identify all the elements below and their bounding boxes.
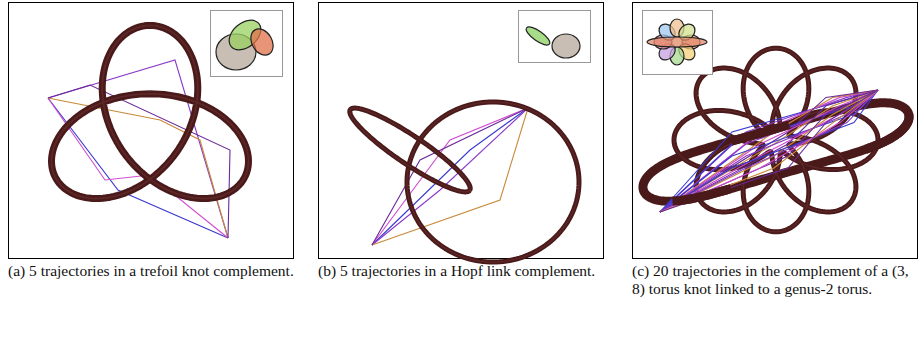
trajectory-line	[660, 90, 878, 212]
trajectory-line	[372, 108, 528, 245]
inset-frame	[643, 11, 713, 75]
trajectory-line	[660, 90, 878, 212]
trajectory-line	[660, 90, 878, 212]
trajectory-line	[660, 90, 878, 212]
trajectory-line	[372, 108, 528, 245]
trajectory-line	[660, 90, 878, 212]
trajectory-line	[660, 90, 878, 212]
trajectory-line	[660, 90, 878, 212]
hopf-ellipse	[350, 108, 470, 192]
inset-frame	[211, 11, 283, 77]
trajectory-line	[660, 90, 878, 212]
trajectory-line	[660, 90, 878, 212]
subfigure-caption: (c) 20 trajectories in the complement of…	[632, 262, 922, 298]
trajectory-line	[660, 90, 878, 212]
panel-frame	[9, 3, 294, 259]
trajectory-line	[660, 90, 878, 212]
trajectory-line	[372, 108, 528, 245]
trajectory-line	[660, 90, 878, 212]
genus-2-torus-front	[643, 103, 909, 201]
trajectory-line	[660, 90, 878, 212]
subfigure-caption: (a) 5 trajectories in a trefoil knot com…	[8, 262, 300, 280]
trajectory-line	[660, 90, 878, 212]
inset-shape	[524, 24, 553, 48]
inset-frame	[519, 11, 591, 63]
trajectory-line	[660, 90, 878, 212]
panel-frame	[633, 3, 918, 259]
trajectory-line	[660, 90, 878, 212]
trajectory-line	[660, 90, 878, 212]
inset-shape	[552, 34, 580, 58]
trajectory-line	[660, 90, 878, 212]
trajectory-line	[372, 108, 528, 245]
trajectory-line	[660, 90, 878, 212]
inset-shape	[246, 25, 277, 59]
hopf-ellipse-shade	[350, 108, 470, 192]
inset-shape	[647, 37, 707, 47]
trajectory-line	[372, 108, 528, 245]
subfigure-caption: (b) 5 trajectories in a Hopf link comple…	[318, 262, 610, 280]
trajectory-line	[660, 90, 878, 212]
